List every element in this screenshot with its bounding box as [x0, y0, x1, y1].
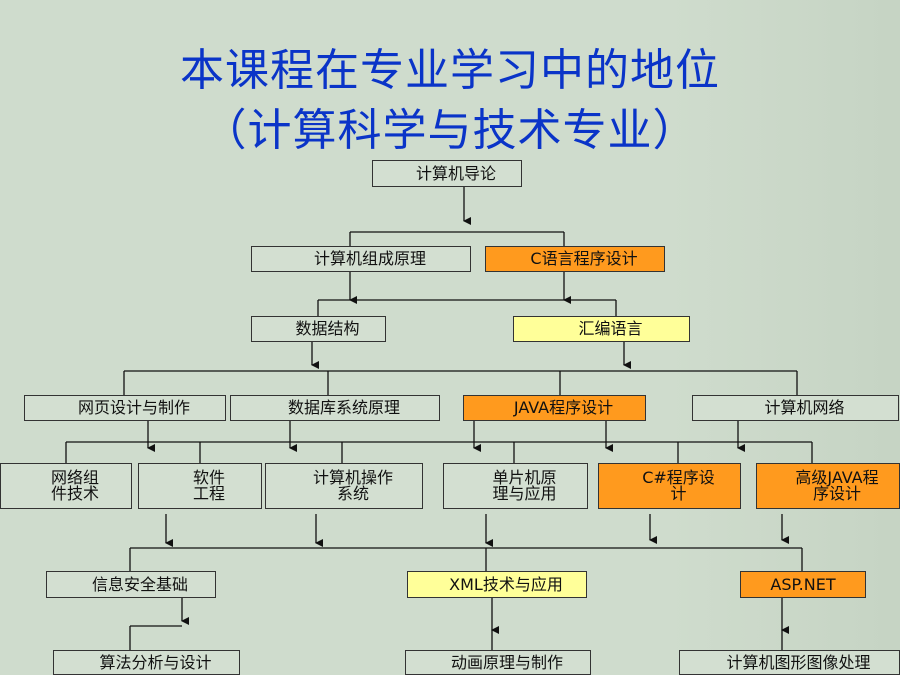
node-graphics: 计算机图形图像处理	[679, 650, 900, 675]
node-animation: 动画原理与制作	[405, 650, 591, 675]
node-intro: 计算机导论	[372, 160, 522, 187]
node-algorithms: 算法分析与设计	[53, 650, 240, 675]
node-data-structures: 数据结构	[251, 316, 386, 342]
node-web-design: 网页设计与制作	[24, 395, 226, 421]
node-assembly: 汇编语言	[513, 316, 690, 342]
node-organization: 计算机组成原理	[251, 246, 471, 272]
node-java: JAVA程序设计	[463, 395, 646, 421]
page-subtitle: （计算科学与技术专业）	[202, 105, 698, 156]
node-csharp: C#程序设 计	[598, 463, 741, 509]
node-database: 数据库系统原理	[230, 395, 440, 421]
node-networks: 计算机网络	[692, 395, 899, 421]
node-aspnet: ASP.NET	[740, 571, 866, 598]
node-info-security: 信息安全基础	[46, 571, 216, 598]
background-decoration	[670, 0, 900, 675]
page-title: 本课程在专业学习中的地位	[180, 45, 720, 96]
node-operating-systems: 计算机操作 系统	[265, 463, 423, 509]
node-network-components: 网络组 件技术	[0, 463, 132, 509]
node-advanced-java: 高级JAVA程 序设计	[756, 463, 900, 509]
node-xml: XML技术与应用	[407, 571, 587, 598]
node-c-programming: C语言程序设计	[485, 246, 665, 272]
node-microcontroller: 单片机原 理与应用	[443, 463, 588, 509]
node-software-engineering: 软件 工程	[138, 463, 262, 509]
